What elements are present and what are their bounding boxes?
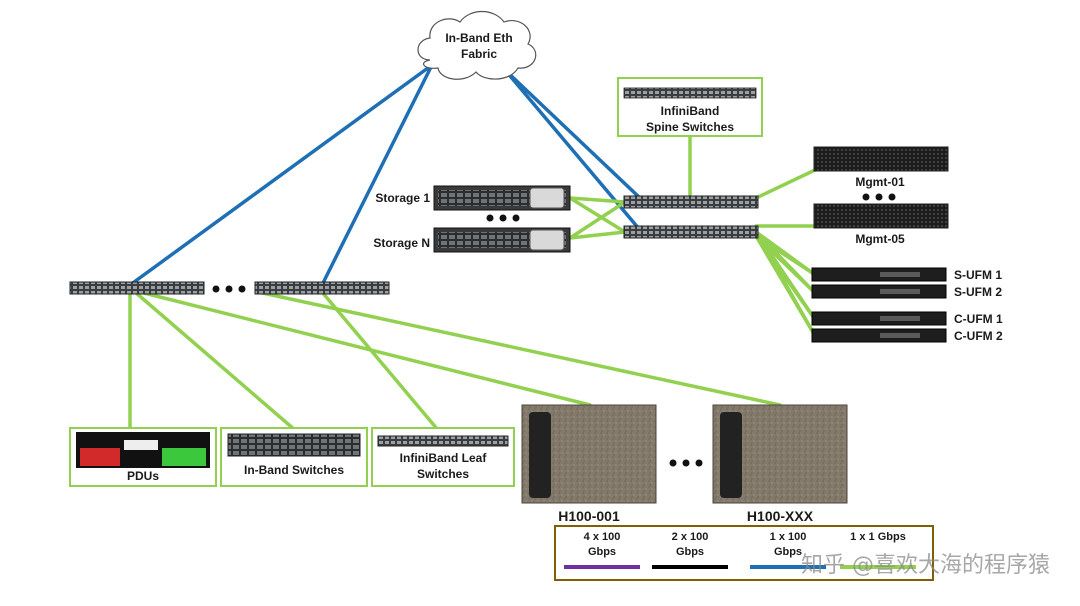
ellipsis-storage: [486, 214, 520, 222]
mgmt-server-01: [813, 146, 949, 172]
legend-box: [554, 525, 934, 581]
mgmt-server-05: [813, 203, 949, 229]
pdus-box: PDUs: [69, 427, 217, 487]
h100-label-first: H100-001: [558, 508, 620, 524]
legend-label-line2: Gbps: [676, 546, 704, 558]
storage-label-last: Storage N: [373, 236, 430, 250]
ellipsis-mgmt: [862, 193, 896, 201]
h100-label-last: H100-XXX: [747, 508, 814, 524]
mgmt-label-first: Mgmt-01: [855, 175, 905, 189]
inband-switch-1: [69, 281, 205, 295]
ufm-label-c1: C-UFM 1: [954, 312, 1003, 326]
watermark: 知乎 @喜欢大海的程序猿: [801, 553, 1050, 578]
spine-switch-stack: [623, 195, 759, 239]
inband-switches-box: In-Band Switches: [220, 427, 368, 487]
ellipsis-switches: [212, 285, 246, 293]
ufm-server-s2: [811, 284, 947, 299]
ufm-servers: S-UFM 1 S-UFM 2 C-UFM 1 C-UFM 2: [811, 267, 1003, 343]
storage-server-1: [433, 185, 571, 211]
mgmt-servers: Mgmt-01 Mgmt-05: [813, 146, 949, 246]
spine-switches-box: InfiniBand Spine Switches: [617, 77, 763, 137]
storage-servers: Storage 1 Storage N: [373, 185, 571, 253]
spine-label-line1: InfiniBand: [661, 104, 720, 118]
h100-node-last: H100-XXX: [712, 404, 848, 524]
leaf-label-line1: InfiniBand Leaf: [400, 451, 488, 465]
ufm-server-c1: [811, 311, 947, 326]
spine-switch-1: [623, 195, 759, 209]
inband-switch-n: [254, 281, 390, 295]
inband-switch-icon: [227, 433, 361, 457]
storage-label-first: Storage 1: [375, 191, 430, 205]
leaf-label-line2: Switches: [417, 467, 469, 481]
inband-switches-label: In-Band Switches: [244, 463, 344, 477]
legend-label-line1: 2 x 100: [672, 531, 709, 543]
ufm-label-s2: S-UFM 2: [954, 285, 1002, 299]
leaf-switch-icon: [377, 435, 509, 447]
storage-server-n: [433, 227, 571, 253]
ufm-label-s1: S-UFM 1: [954, 268, 1002, 282]
spine-switch-2: [623, 225, 759, 239]
ellipsis-nodes: [669, 459, 703, 467]
h100-node-first: H100-001: [521, 404, 657, 524]
spine-switch-icon: [623, 87, 757, 99]
eth-fabric-cloud: In-Band Eth Fabric: [417, 10, 537, 80]
legend-label-line2: Gbps: [588, 546, 616, 558]
spine-label-line2: Spine Switches: [646, 120, 734, 134]
legend-label-line1: 4 x 100: [584, 531, 621, 543]
green-links: [128, 134, 817, 432]
cloud-label-line1: In-Band Eth: [445, 31, 512, 45]
ufm-server-c2: [811, 328, 947, 343]
legend-label-line1: 1 x 100: [770, 531, 807, 543]
ufm-label-c2: C-UFM 2: [954, 329, 1003, 343]
mgmt-label-last: Mgmt-05: [855, 232, 905, 246]
legend-label-line2: Gbps: [774, 546, 802, 558]
pdus-label: PDUs: [127, 469, 159, 483]
ufm-server-s1: [811, 267, 947, 282]
blue-links: [128, 63, 642, 287]
legend-label-line1: 1 x 1 Gbps: [850, 531, 906, 543]
inband-switch-row: [69, 281, 390, 295]
cloud-label-line2: Fabric: [461, 47, 497, 61]
legend-item: 1 x 1 Gbps: [840, 531, 916, 569]
leaf-switches-box: InfiniBand Leaf Switches: [371, 427, 515, 487]
